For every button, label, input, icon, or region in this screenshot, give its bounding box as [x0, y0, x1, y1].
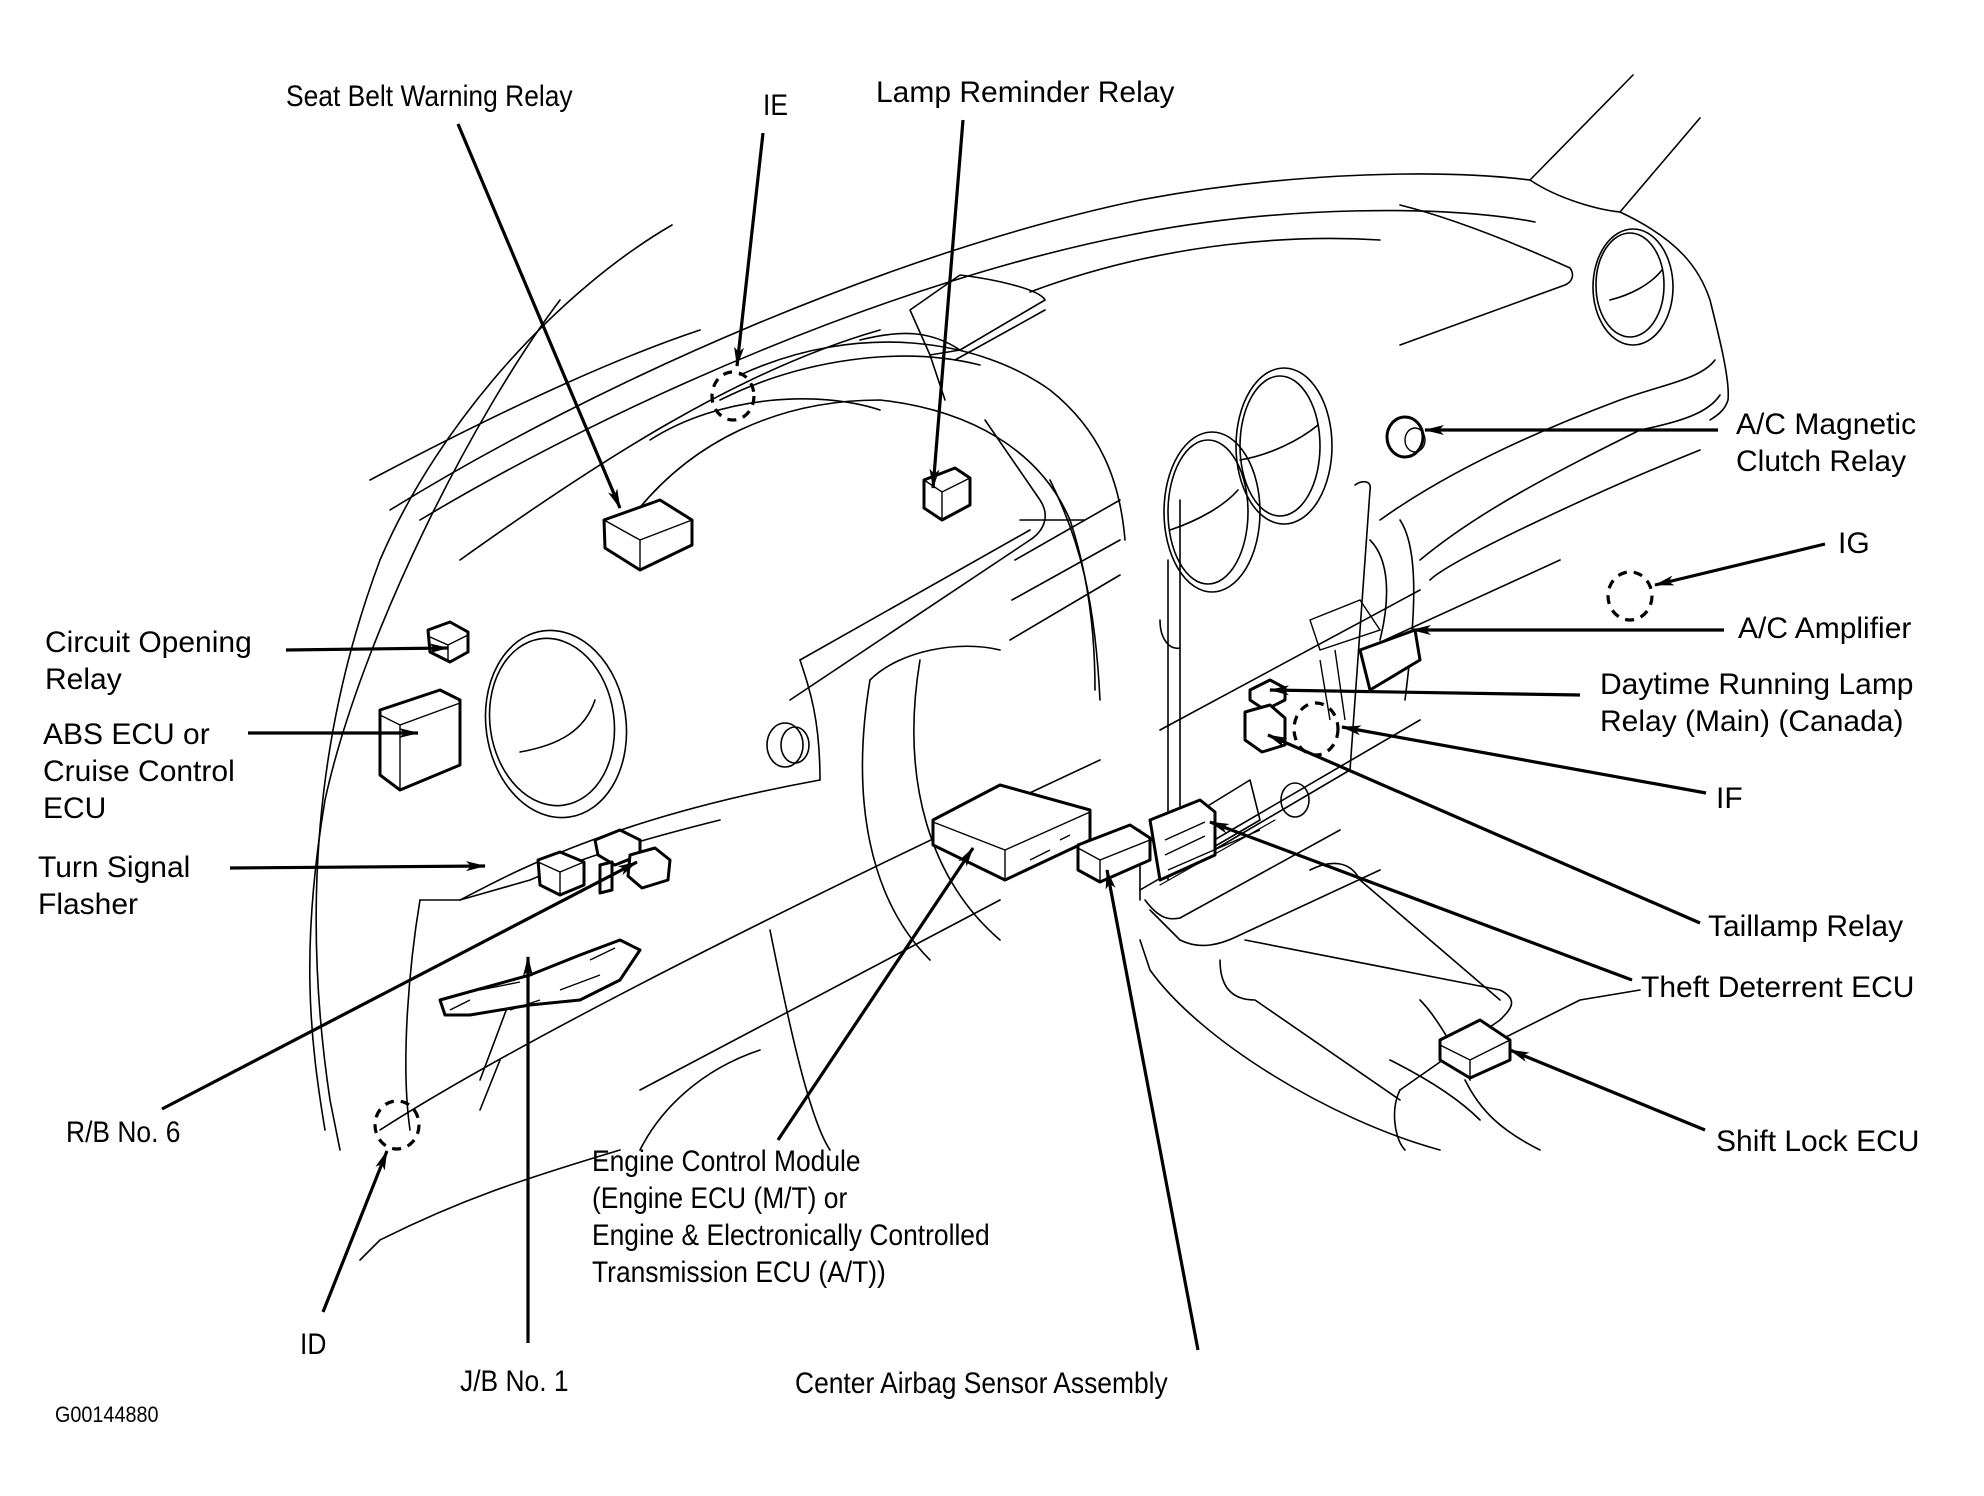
seat-belt-warning-relay-part	[602, 498, 694, 572]
connector-ie-marker	[710, 370, 756, 422]
label-turn-signal-flasher: Turn Signal Flasher	[38, 851, 191, 921]
leader-circuit-opening-relay	[285, 643, 449, 654]
label-taillamp-relay: Taillamp Relay	[1708, 910, 1904, 943]
leader-rb-no6	[161, 860, 638, 1111]
leader-ie	[734, 132, 765, 367]
rb-no6-part	[593, 828, 672, 895]
label-ac-magnetic-clutch-relay: A/C Magnetic Clutch Relay	[1736, 408, 1917, 478]
ac-amplifier-part	[1309, 599, 1422, 721]
label-ig: IG	[1838, 527, 1870, 560]
circuit-opening-relay-part	[426, 620, 470, 664]
figure-code: G00144880	[55, 1402, 159, 1427]
connector-if-marker	[1292, 701, 1340, 757]
label-circuit-opening-relay: Circuit Opening Relay	[45, 626, 252, 696]
connector-ig-marker	[1606, 570, 1654, 622]
label-ie: IE	[763, 89, 788, 122]
turn-signal-flasher-part	[536, 850, 586, 897]
leader-taillamp-relay	[1267, 733, 1701, 925]
ac-magnetic-clutch-relay-part	[1385, 415, 1426, 459]
center-airbag-sensor-part	[1076, 823, 1152, 884]
leader-seat-belt-warning-relay	[456, 123, 622, 509]
leader-if	[1341, 725, 1707, 795]
label-if: IF	[1716, 782, 1743, 815]
leader-engine-control-module	[776, 847, 975, 1141]
label-lamp-reminder-relay: Lamp Reminder Relay	[876, 76, 1175, 109]
label-engine-control-module: Engine Control Module (Engine ECU (M/T) …	[592, 1145, 990, 1289]
engine-control-module-part	[931, 783, 1092, 882]
leader-ig	[1654, 542, 1826, 587]
label-center-airbag-sensor: Center Airbag Sensor Assembly	[795, 1367, 1168, 1400]
leader-lines	[161, 119, 1826, 1351]
leader-shift-lock-ecu	[1509, 1048, 1706, 1132]
leader-turn-signal-flasher	[229, 861, 486, 872]
label-rb-no6: R/B No. 6	[66, 1116, 181, 1149]
connector-id-marker	[373, 1099, 421, 1151]
label-daytime-running-lamp-relay: Daytime Running Lamp Relay (Main) (Canad…	[1600, 668, 1914, 738]
abs-ecu-part	[378, 688, 462, 792]
label-id: ID	[300, 1328, 327, 1361]
label-jb-no1: J/B No. 1	[460, 1365, 569, 1398]
lamp-reminder-relay-part	[922, 466, 972, 522]
leader-theft-deterrent-ecu	[1209, 820, 1633, 982]
label-seat-belt-warning-relay: Seat Belt Warning Relay	[286, 80, 573, 113]
taillamp-relay-part	[1243, 703, 1287, 754]
leader-center-airbag-sensor	[1105, 869, 1200, 1351]
label-abs-ecu: ABS ECU or Cruise Control ECU	[43, 718, 235, 825]
jb-no1-part	[438, 938, 642, 1017]
label-theft-deterrent-ecu: Theft Deterrent ECU	[1641, 971, 1915, 1004]
leader-lamp-reminder-relay	[929, 119, 965, 489]
leader-daytime-running-lamp-relay	[1269, 685, 1581, 697]
dashboard-outline	[308, 74, 1730, 1261]
shift-lock-ecu-part	[1438, 1018, 1512, 1080]
label-shift-lock-ecu: Shift Lock ECU	[1716, 1125, 1920, 1158]
label-ac-amplifier: A/C Amplifier	[1738, 612, 1912, 645]
theft-deterrent-ecu-part	[1148, 798, 1261, 882]
leader-id	[321, 1150, 389, 1313]
